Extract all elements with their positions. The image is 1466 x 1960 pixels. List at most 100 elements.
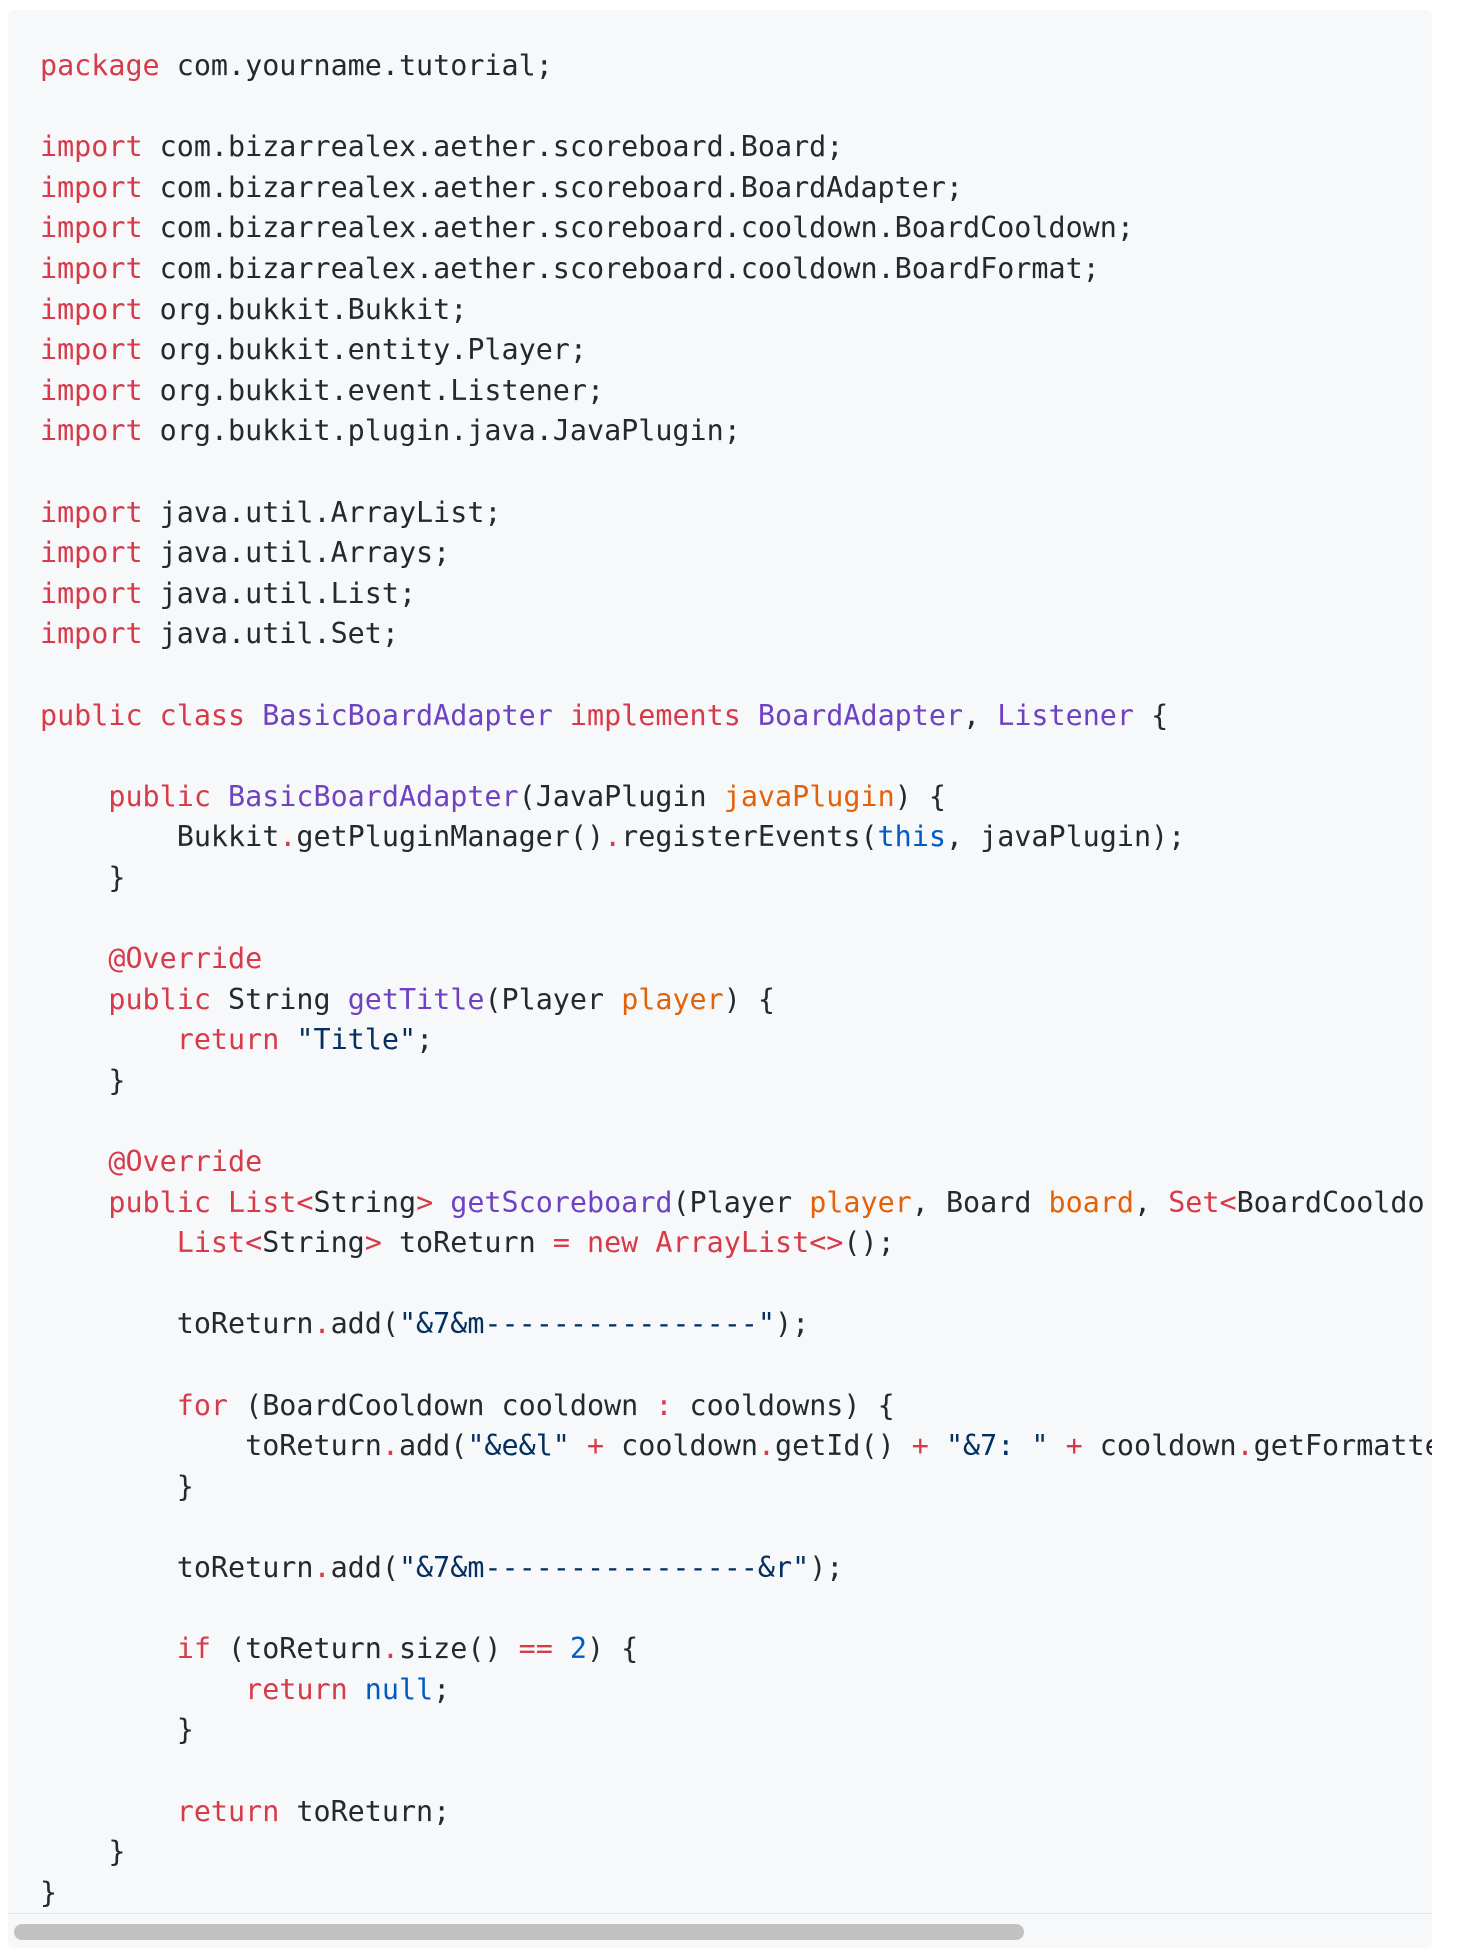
code-line: ​ <box>40 1751 1432 1792</box>
code-line: ​ <box>40 1264 1432 1305</box>
code-token: size() <box>398 1632 519 1666</box>
code-line: toReturn.add("&7&m----------------&r"); <box>40 1548 1432 1589</box>
code-token: registerEvents( <box>621 820 878 854</box>
code-token: . <box>313 1550 331 1584</box>
code-token: (Player <box>484 982 622 1016</box>
code-token <box>40 1673 245 1706</box>
code-line: ​ <box>40 1589 1432 1630</box>
code-token: "&7&m----------------&r" <box>398 1550 810 1584</box>
code-token: org.bukkit.event.Listener; <box>142 373 605 407</box>
code-token: cooldowns) { <box>672 1388 895 1422</box>
code-token: com.bizarrealex.aether.scoreboard.BoardA… <box>142 170 964 204</box>
code-token <box>211 1186 228 1219</box>
code-token <box>1049 1429 1066 1462</box>
code-token: } <box>40 1835 126 1869</box>
code-line: } <box>40 1832 1432 1873</box>
code-token: for <box>176 1388 229 1422</box>
code-token: class <box>159 698 246 732</box>
code-token: + <box>586 1429 605 1463</box>
code-token: ; <box>433 1672 451 1706</box>
code-token: getPluginManager() <box>296 820 605 854</box>
code-token <box>40 1226 177 1259</box>
code-token: . <box>279 820 297 854</box>
code-token: toReturn <box>40 1550 314 1584</box>
code-line: for (BoardCooldown cooldown : cooldowns)… <box>40 1386 1432 1427</box>
code-token: toReturn; <box>279 1794 451 1828</box>
code-line: ​ <box>40 1507 1432 1548</box>
code-token: > <box>416 1185 434 1219</box>
code-token: . <box>381 1429 399 1463</box>
code-line: public List<String> getScoreboard(Player… <box>40 1183 1432 1224</box>
code-token <box>40 1023 177 1056</box>
code-token: java.util.List; <box>142 576 417 610</box>
code-token: toReturn <box>40 1429 382 1463</box>
code-token: . <box>604 820 622 854</box>
code-token: String <box>210 982 348 1016</box>
code-token: board <box>1048 1185 1134 1219</box>
code-token: String <box>313 1185 417 1219</box>
code-token: List< <box>176 1226 263 1260</box>
code-token: com.bizarrealex.aether.scoreboard.Board; <box>142 130 844 164</box>
code-line: import org.bukkit.event.Listener; <box>40 371 1432 412</box>
code-line: import com.bizarrealex.aether.scoreboard… <box>40 168 1432 209</box>
code-line: toReturn.add("&7&m----------------"); <box>40 1304 1432 1345</box>
code-line: @Override <box>40 1142 1432 1183</box>
code-token: ); <box>809 1550 844 1584</box>
code-token: import <box>40 536 143 570</box>
code-line: ​ <box>40 1345 1432 1386</box>
code-token: public <box>108 1185 211 1219</box>
code-token: add( <box>330 1550 399 1584</box>
code-token: public <box>108 982 211 1016</box>
code-token <box>433 1186 450 1219</box>
code-token: getTitle <box>347 982 485 1016</box>
code-token: player <box>809 1185 912 1219</box>
code-token: ; <box>416 1023 434 1057</box>
code-token <box>553 699 570 732</box>
code-line: import java.util.Set; <box>40 614 1432 655</box>
code-token: BasicBoardAdapter <box>262 698 553 732</box>
code-token: com.bizarrealex.aether.scoreboard.cooldo… <box>142 211 1134 245</box>
code-line: package com.yourname.tutorial; <box>40 46 1432 87</box>
code-token: @Override <box>108 1145 263 1179</box>
code-viewport[interactable]: package com.yourname.tutorial;​import co… <box>8 10 1432 1914</box>
code-token: return <box>245 1672 348 1706</box>
code-token <box>638 1226 655 1259</box>
code-token <box>570 1226 587 1259</box>
code-token: import <box>40 130 143 164</box>
code-token: BoardAdapter <box>757 698 964 732</box>
code-token: . <box>313 1307 331 1341</box>
code-token: org.bukkit.Bukkit; <box>142 292 468 326</box>
code-token <box>929 1429 946 1462</box>
code-token: player <box>621 982 724 1016</box>
code-token: , javaPlugin); <box>945 820 1186 854</box>
code-line: Bukkit.getPluginManager().registerEvents… <box>40 817 1432 858</box>
code-line: ​ <box>40 655 1432 696</box>
code-line: toReturn.add("&e&l" + cooldown.getId() +… <box>40 1426 1432 1467</box>
code-token: import <box>40 414 143 448</box>
code-line: if (toReturn.size() == 2) { <box>40 1629 1432 1670</box>
code-token: Bukkit <box>40 820 280 854</box>
code-token: (); <box>843 1226 895 1260</box>
code-token: "&7: " <box>945 1429 1049 1463</box>
code-token: com.bizarrealex.aether.scoreboard.cooldo… <box>142 251 1100 285</box>
code-token: javaPlugin <box>723 779 895 813</box>
horizontal-scrollbar-thumb[interactable] <box>14 1924 1024 1940</box>
code-token <box>143 699 160 732</box>
code-line: ​ <box>40 898 1432 939</box>
code-token: } <box>40 1713 194 1747</box>
code-line: return toReturn; <box>40 1792 1432 1833</box>
code-line: ​ <box>40 87 1432 128</box>
code-token: , <box>963 698 998 732</box>
code-line: import org.bukkit.entity.Player; <box>40 330 1432 371</box>
code-token: if <box>176 1632 211 1666</box>
horizontal-scrollbar-track[interactable] <box>8 1913 1432 1948</box>
code-token: + <box>911 1429 929 1463</box>
code-token: getScoreboard <box>450 1185 673 1219</box>
code-token: toReturn <box>40 1307 314 1341</box>
code-line: ​ <box>40 736 1432 777</box>
code-token: , Board <box>911 1185 1049 1219</box>
code-token: . <box>757 1429 776 1463</box>
code-token <box>570 1429 587 1462</box>
code-token: ) { <box>723 982 776 1016</box>
code-token: BasicBoardAdapter <box>228 779 519 813</box>
